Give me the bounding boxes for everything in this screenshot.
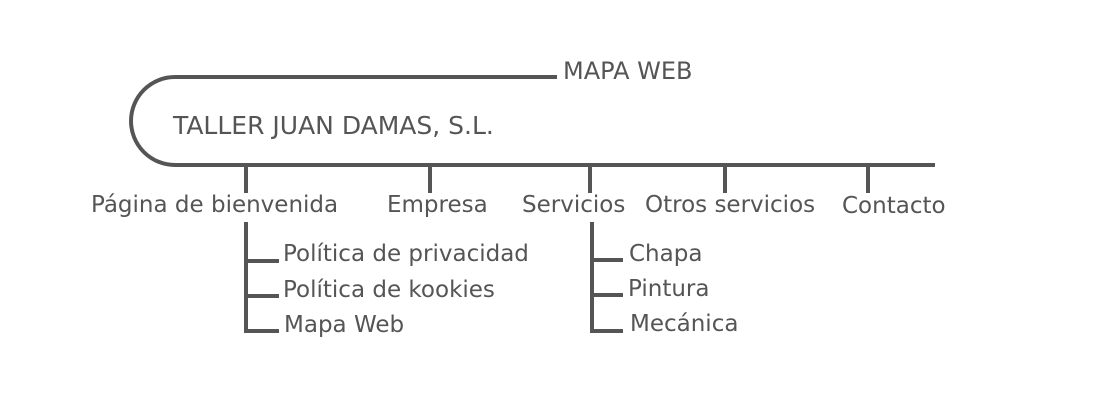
nav-link-chapa[interactable]: Chapa xyxy=(629,241,703,267)
nav-link-servicios[interactable]: Servicios xyxy=(522,192,626,218)
nav-link-politica-kookies[interactable]: Política de kookies xyxy=(283,277,495,303)
nav-link-mapa-web[interactable]: Mapa Web xyxy=(284,312,405,338)
nav-link-otros-servicios[interactable]: Otros servicios xyxy=(645,192,816,218)
header-bracket-line xyxy=(129,75,935,167)
company-name: TALLER JUAN DAMAS, S.L. xyxy=(173,111,494,140)
nav-link-empresa[interactable]: Empresa xyxy=(387,192,488,218)
nav-link-pintura[interactable]: Pintura xyxy=(628,276,710,302)
nav-link-mecanica[interactable]: Mecánica xyxy=(630,311,739,337)
page-title: MAPA WEB xyxy=(563,57,693,85)
nav-link-politica-privacidad[interactable]: Política de privacidad xyxy=(283,241,529,267)
nav-link-contacto[interactable]: Contacto xyxy=(842,193,946,219)
nav-link-bienvenida[interactable]: Página de bienvenida xyxy=(91,192,339,218)
